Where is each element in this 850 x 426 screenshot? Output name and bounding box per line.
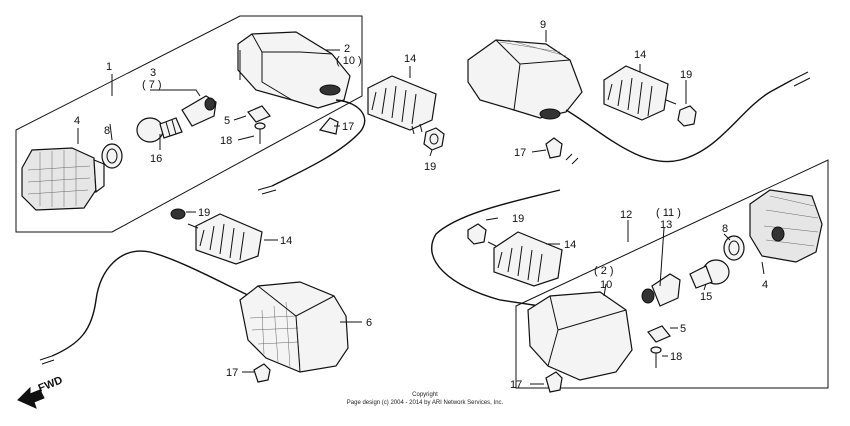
assembly-front-left xyxy=(15,15,366,233)
label-19b: 19 xyxy=(198,207,210,219)
label-19c: 19 xyxy=(680,69,692,81)
label-13: 13 xyxy=(660,219,672,231)
label-9: 9 xyxy=(540,19,546,31)
label-5a: 5 xyxy=(224,115,230,127)
label-5b: 5 xyxy=(680,323,686,335)
callout-labels: 1 2 ( 10 ) 3 ( 7 ) 4 8 16 5 18 17 14 19 … xyxy=(74,19,768,391)
bulb-part-16 xyxy=(136,117,183,143)
label-2b: ( 2 ) xyxy=(594,265,614,277)
label-8b: 8 xyxy=(722,223,728,235)
copyright-line-2: Page design (c) 2004 - 2014 by ARI Netwo… xyxy=(347,400,504,406)
nut-part-19a xyxy=(423,127,445,151)
label-11: ( 11 ) xyxy=(656,207,681,219)
copyright-notice: Copyright Page design (c) 2004 - 2014 by… xyxy=(347,392,504,406)
label-19d: 19 xyxy=(512,213,524,225)
fwd-arrow-icon xyxy=(17,386,45,409)
label-2: 2 xyxy=(344,43,350,55)
assembly-rear-left xyxy=(39,208,349,383)
label-10a: ( 10 ) xyxy=(336,55,362,67)
label-4a: 4 xyxy=(74,115,80,127)
label-14d: 14 xyxy=(564,239,576,251)
housing-part-2 xyxy=(237,31,351,109)
callout-leaders xyxy=(77,30,765,385)
label-19a: 19 xyxy=(424,161,436,173)
fwd-label: FWD xyxy=(37,374,65,395)
label-14a: 14 xyxy=(404,53,416,65)
label-10b: 10 xyxy=(600,279,612,291)
label-1: 1 xyxy=(106,61,112,73)
lens-part-4 xyxy=(21,147,105,211)
label-4b: 4 xyxy=(762,279,768,291)
label-16: 16 xyxy=(150,153,162,165)
copyright-line-1: Copyright xyxy=(412,392,438,398)
relay-part-14a xyxy=(367,75,437,135)
label-14b: 14 xyxy=(280,235,292,247)
label-7: ( 7 ) xyxy=(142,79,162,91)
label-14c: 14 xyxy=(634,49,646,61)
label-15: 15 xyxy=(700,291,712,303)
label-17b: 17 xyxy=(226,367,238,379)
label-17d: 17 xyxy=(510,379,522,391)
label-6: 6 xyxy=(366,317,372,329)
label-18b: 18 xyxy=(670,351,682,363)
fwd-direction-indicator: FWD xyxy=(17,374,65,409)
assembly-rear-right xyxy=(467,39,811,165)
assembly-front-right xyxy=(431,159,829,393)
label-3: 3 xyxy=(150,67,156,79)
label-12: 12 xyxy=(620,209,632,221)
label-18a: 18 xyxy=(220,135,232,147)
label-17a: 17 xyxy=(342,121,354,133)
label-17c: 17 xyxy=(514,147,526,159)
label-8a: 8 xyxy=(104,125,110,137)
